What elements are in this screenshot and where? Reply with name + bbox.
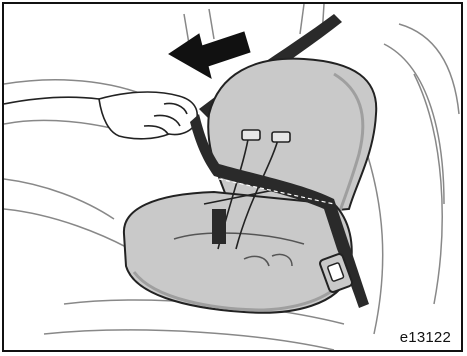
pull-direction-arrow-icon bbox=[169, 32, 250, 78]
belt-anchor bbox=[212, 209, 226, 244]
child-seat-illustration bbox=[4, 4, 461, 350]
hand-icon bbox=[4, 92, 197, 139]
figure-frame: e13122 bbox=[2, 2, 463, 352]
figure-code: e13122 bbox=[398, 329, 453, 346]
